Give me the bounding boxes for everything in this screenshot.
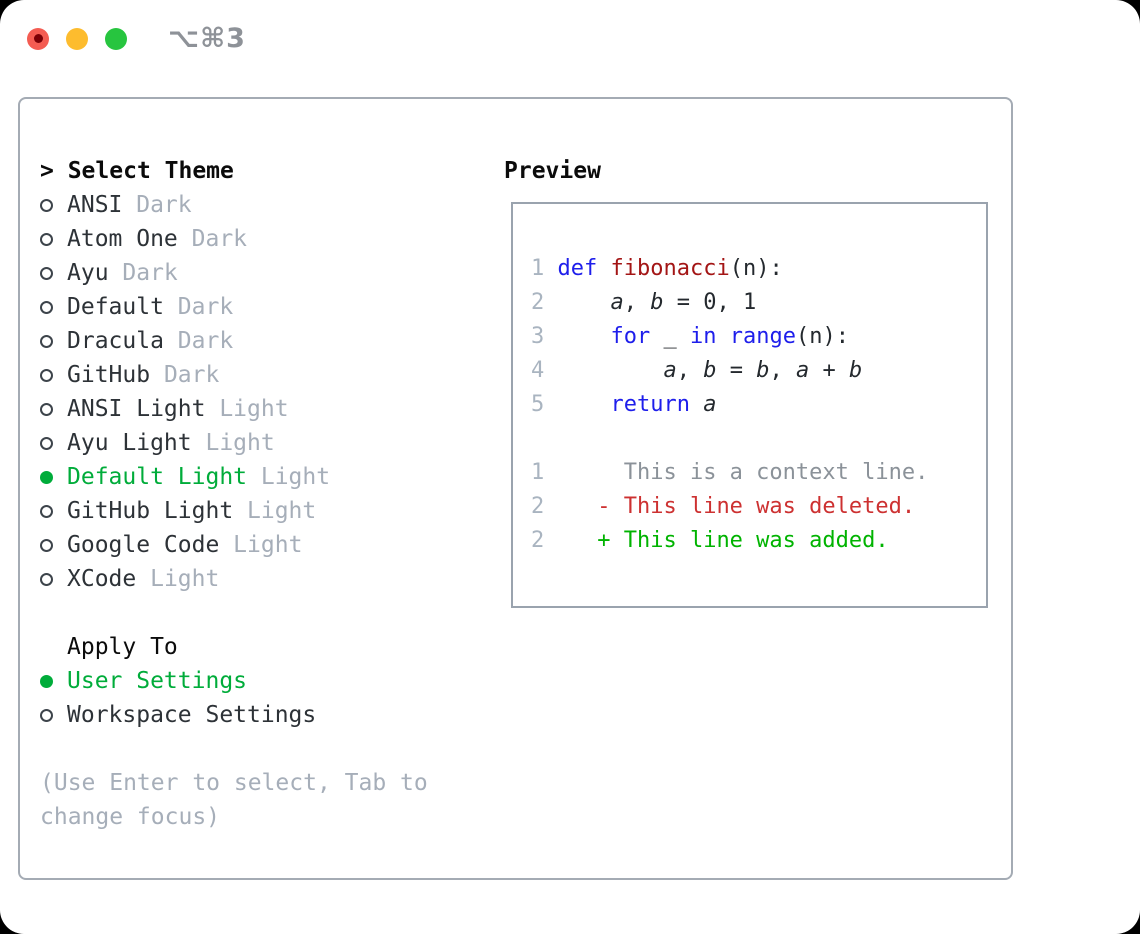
theme-option-label: Dracula xyxy=(67,328,164,354)
code-line: 3 for _ in range(n): xyxy=(531,324,849,349)
help-text: (Use Enter to select, Tab to change focus… xyxy=(40,766,490,834)
theme-option-tag: Light xyxy=(191,430,275,456)
code-line: 1 This is a context line. xyxy=(531,460,929,485)
code-line: 5 return a xyxy=(531,392,717,417)
spacer xyxy=(40,596,490,630)
theme-option-xcode[interactable]: XCode Light xyxy=(40,562,490,596)
theme-option-tag: Light xyxy=(247,464,331,490)
code-line: 2 - This line was deleted. xyxy=(531,494,916,519)
theme-option-tag: Dark xyxy=(122,192,192,218)
theme-option-tag: Light xyxy=(219,532,303,558)
theme-option-tag: Dark xyxy=(163,294,234,320)
theme-option-ansi-light[interactable]: ANSI Light Light xyxy=(40,392,490,426)
theme-option-label: ANSI Light xyxy=(67,396,206,422)
code-line: 1 def fibonacci(n): xyxy=(531,256,783,281)
code-preview: 1 def fibonacci(n): 2 a, b = 0, 1 3 for _ … xyxy=(513,204,986,558)
preview-header: Preview xyxy=(504,158,601,184)
theme-option-tag: Light xyxy=(136,566,220,592)
radio-icon xyxy=(40,300,53,314)
apply-to-header: Apply To xyxy=(67,634,178,660)
theme-option-label: ANSI xyxy=(67,192,123,218)
theme-option-label: GitHub xyxy=(67,362,151,388)
apply-option-user-settings[interactable]: User Settings xyxy=(40,664,490,698)
radio-icon xyxy=(40,538,53,552)
theme-option-default-light[interactable]: Default Light Light xyxy=(40,460,490,494)
radio-icon xyxy=(40,504,53,518)
theme-option-atom-one[interactable]: Atom One Dark xyxy=(40,222,490,256)
apply-option-workspace-settings[interactable]: Workspace Settings xyxy=(40,698,490,732)
apply-option-label: Workspace Settings xyxy=(67,702,317,728)
radio-icon xyxy=(40,198,53,212)
theme-option-label: Default xyxy=(67,294,164,320)
select-theme-header: > Select Theme xyxy=(40,154,490,188)
close-button[interactable] xyxy=(27,27,49,50)
theme-option-dracula[interactable]: Dracula Dark xyxy=(40,324,490,358)
code-line: 2 a, b = 0, 1 xyxy=(531,290,757,315)
main-panel: > Select Theme ANSI Dark Atom One Dark A… xyxy=(18,97,1013,880)
theme-option-label: Ayu Light xyxy=(67,430,192,456)
radio-selected-icon xyxy=(40,470,53,484)
theme-option-tag: Dark xyxy=(150,362,220,388)
theme-option-tag: Light xyxy=(233,498,317,524)
theme-option-tag: Dark xyxy=(177,226,248,252)
close-dot-icon xyxy=(33,34,43,43)
theme-option-label: Atom One xyxy=(67,226,178,252)
help-line: (Use Enter to select, Tab to xyxy=(40,770,428,796)
theme-option-ayu-light[interactable]: Ayu Light Light xyxy=(40,426,490,460)
theme-option-ansi[interactable]: ANSI Dark xyxy=(40,188,490,222)
radio-icon xyxy=(40,232,53,246)
theme-option-tag: Light xyxy=(205,396,289,422)
zoom-button[interactable] xyxy=(105,27,127,50)
prompt-arrow-icon: > xyxy=(40,158,68,184)
minimize-button[interactable] xyxy=(66,27,88,50)
theme-option-label: GitHub Light xyxy=(67,498,234,524)
apply-option-label: User Settings xyxy=(67,668,248,694)
window-title: ⌥⌘3 xyxy=(168,23,246,54)
preview-box: 1 def fibonacci(n): 2 a, b = 0, 1 3 for _ … xyxy=(511,202,988,608)
spacer xyxy=(40,732,490,766)
radio-icon xyxy=(40,368,53,382)
code-line: 4 a, b = b, a + b xyxy=(531,358,863,383)
theme-option-ayu[interactable]: Ayu Dark xyxy=(40,256,490,290)
radio-icon xyxy=(40,572,53,586)
theme-option-default[interactable]: Default Dark xyxy=(40,290,490,324)
theme-option-label: Ayu xyxy=(67,260,109,286)
theme-option-github[interactable]: GitHub Dark xyxy=(40,358,490,392)
select-theme-title: Select Theme xyxy=(67,158,234,184)
theme-option-github-light[interactable]: GitHub Light Light xyxy=(40,494,490,528)
radio-icon xyxy=(40,708,53,722)
apply-list: User Settings Workspace Settings xyxy=(40,664,490,732)
help-line: change focus) xyxy=(40,804,221,830)
theme-option-label: Default Light xyxy=(67,464,248,490)
theme-option-label: Google Code xyxy=(67,532,220,558)
theme-pane: > Select Theme ANSI Dark Atom One Dark A… xyxy=(40,154,490,834)
radio-icon xyxy=(40,402,53,416)
theme-option-tag: Dark xyxy=(108,260,178,286)
theme-option-label: XCode xyxy=(67,566,137,592)
radio-selected-icon xyxy=(40,674,53,688)
theme-list: ANSI Dark Atom One Dark Ayu Dark Default… xyxy=(40,188,490,596)
radio-icon xyxy=(40,334,53,348)
code-line xyxy=(531,422,986,456)
titlebar: ⌥⌘3 xyxy=(0,0,1140,97)
theme-option-google-code[interactable]: Google Code Light xyxy=(40,528,490,562)
theme-option-tag: Dark xyxy=(163,328,234,354)
radio-icon xyxy=(40,266,53,280)
code-line: 2 + This line was added. xyxy=(531,528,889,553)
radio-icon xyxy=(40,436,53,450)
